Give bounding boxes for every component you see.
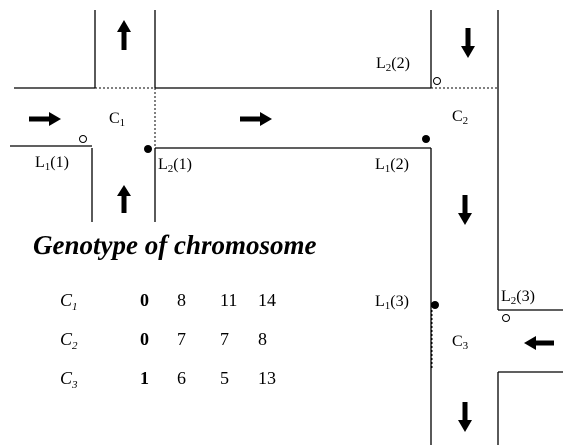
- signal-filled-icon: [144, 145, 152, 153]
- stop-lines: [95, 87, 498, 370]
- light-label-l2-2: L2(2): [376, 55, 410, 74]
- light-label-l1-2: L1(2): [375, 156, 409, 175]
- arrow-down-icon: [458, 402, 472, 432]
- light-label-l2-1: L2(1): [158, 156, 192, 175]
- genotype-title: Genotype of chromosome: [33, 230, 317, 260]
- intersection-label-c1: C1: [109, 110, 126, 129]
- arrow-down-icon: [461, 28, 475, 58]
- gene-value: 1: [140, 368, 149, 388]
- intersection-label-c3: C3: [452, 333, 469, 352]
- gene-value: 0: [140, 329, 149, 349]
- gene-value: 11: [220, 290, 238, 310]
- signal-hollow-icon: [79, 135, 87, 143]
- row-name: C2: [60, 329, 78, 352]
- signal-filled-icon: [422, 135, 430, 143]
- gene-value: 7: [220, 329, 229, 349]
- gene-value: 5: [220, 368, 229, 388]
- arrow-left-icon: [524, 336, 554, 350]
- row-name: C3: [60, 368, 78, 391]
- arrow-up-icon: [117, 185, 131, 213]
- gene-value: 0: [140, 290, 149, 310]
- gene-value: 8: [258, 329, 267, 349]
- arrow-right-icon: [240, 112, 272, 126]
- gene-value: 6: [177, 368, 186, 388]
- arrow-right-icon: [29, 112, 61, 126]
- arrow-down-icon: [458, 195, 472, 225]
- gene-value: 13: [258, 368, 276, 388]
- arrow-up-icon: [117, 20, 131, 50]
- signal-filled-icon: [431, 301, 439, 309]
- gene-value: 14: [258, 290, 276, 310]
- signal-hollow-icon: [502, 314, 510, 322]
- row-name: C1: [60, 290, 78, 313]
- gene-value: 7: [177, 329, 186, 349]
- intersection-label-c2: C2: [452, 108, 469, 127]
- signal-hollow-icon: [433, 77, 441, 85]
- light-label-l1-1: L1(1): [35, 154, 69, 173]
- road-edges: [10, 10, 563, 445]
- light-label-l1-3: L1(3): [375, 293, 409, 312]
- light-label-l2-3: L2(3): [501, 288, 535, 307]
- gene-value: 8: [177, 290, 186, 310]
